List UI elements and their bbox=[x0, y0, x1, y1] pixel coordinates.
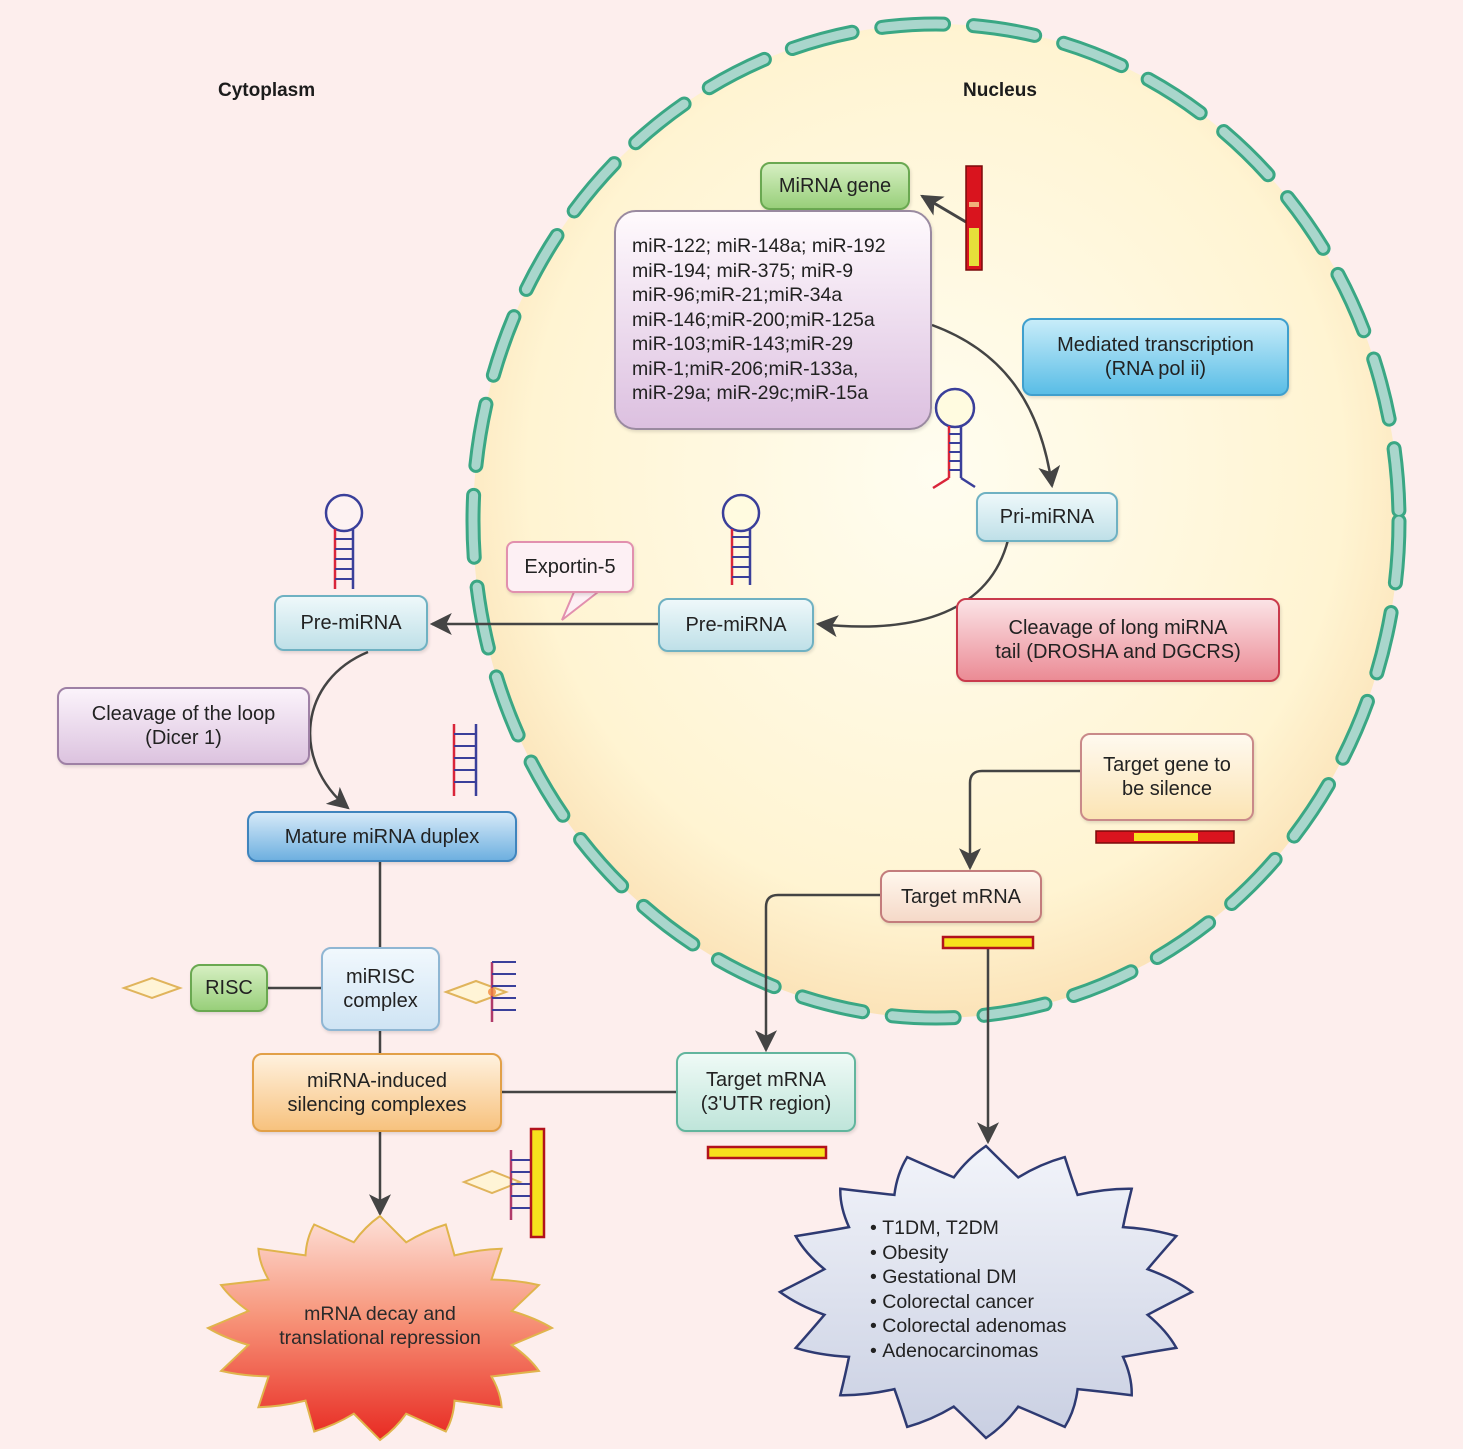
risc-label: RISC bbox=[205, 977, 253, 999]
silencing-complexes-label: miRNA-induced silencing complexes bbox=[287, 1069, 467, 1116]
disease-item: Gestational DM bbox=[870, 1265, 1067, 1290]
mirna-list-panel: miR-122; miR-148a; miR-192 miR-194; miR-… bbox=[614, 210, 932, 430]
target-mrna-bar-icon bbox=[941, 935, 1035, 950]
nuclear-membrane-inner bbox=[468, 19, 1404, 1023]
pre-mirna-nucleus-node[interactable]: Pre-miRNA bbox=[658, 598, 814, 652]
disease-item: Colorectal adenomas bbox=[870, 1314, 1066, 1339]
mirna-list-item: miR-122; miR-148a; miR-192 bbox=[632, 235, 886, 257]
pri-mirna-node[interactable]: Pri-miRNA bbox=[976, 492, 1118, 542]
target-gene-node[interactable]: Target gene to be silence bbox=[1080, 733, 1254, 821]
mirisc-label: miRISC complex bbox=[343, 966, 418, 1012]
silencing-bound-mrna-icon bbox=[461, 1127, 546, 1239]
disease-item: Adenocarcinomas bbox=[870, 1339, 1067, 1364]
cytoplasm-label: Cytoplasm bbox=[218, 80, 316, 101]
nucleus-label: Nucleus bbox=[963, 80, 1037, 101]
mirna-gene-label: MiRNA gene bbox=[778, 175, 892, 197]
risc-protein-diamond-icon bbox=[121, 976, 183, 1000]
pre-mirna-nucleus-label: Pre-miRNA bbox=[685, 614, 787, 636]
silencing-complexes-node[interactable]: miRNA-induced silencing complexes bbox=[252, 1053, 502, 1132]
pri-mirna-label: Pri-miRNA bbox=[999, 506, 1095, 528]
pri-mirna-hairpin-icon bbox=[932, 387, 976, 490]
arrow-mrna-to-utr bbox=[755, 893, 880, 1053]
exportin-callout-tail bbox=[561, 591, 599, 621]
arrow-targetgene-to-mrna bbox=[959, 769, 1080, 871]
mirna-list-item: miR-96;miR-21;miR-34a bbox=[632, 284, 843, 306]
disease-list: T1DM, T2DM Obesity Gestational DM Colore… bbox=[870, 1216, 1067, 1364]
arrow-primirna-to-premirna bbox=[815, 539, 1010, 638]
mirna-list-item: miR-103;miR-143;miR-29 bbox=[632, 333, 854, 355]
target-mrna-label: Target mRNA bbox=[900, 885, 1022, 908]
target-mrna-utr-node[interactable]: Target mRNA (3'UTR region) bbox=[676, 1052, 856, 1132]
exportin-callout[interactable]: Exportin-5 bbox=[506, 541, 634, 593]
disease-item: T1DM, T2DM bbox=[870, 1216, 1067, 1241]
pre-mirna-cytoplasm-node[interactable]: Pre-miRNA bbox=[274, 595, 428, 651]
target-gene-label: Target gene to be silence bbox=[1103, 754, 1231, 800]
mirna-list-item: miR-194; miR-375; miR-9 bbox=[632, 259, 854, 282]
mature-duplex-node[interactable]: Mature miRNA duplex bbox=[247, 811, 517, 862]
pre-mirna-hairpin-icon-cytoplasm bbox=[324, 493, 364, 589]
mirna-list-item: miR-146;miR-200;miR-125a bbox=[632, 308, 875, 331]
gene-bar-icon bbox=[965, 165, 983, 271]
cleavage-tail-node[interactable]: Cleavage of long miRNA tail (DROSHA and … bbox=[956, 598, 1280, 682]
mirisc-complex-node[interactable]: miRISC complex bbox=[321, 947, 440, 1031]
arrow-gene-to-mirna-gene bbox=[920, 194, 967, 224]
mediated-transcription-node[interactable]: Mediated transcription (RNA pol ii) bbox=[1022, 318, 1289, 396]
target-gene-bar-icon bbox=[1095, 830, 1235, 844]
cleavage-loop-label: Cleavage of the loop (Dicer 1) bbox=[91, 703, 276, 749]
decay-label: mRNA decay and translational repression bbox=[279, 1303, 481, 1349]
mirna-list-item: miR-1;miR-206;miR-133a, bbox=[632, 357, 859, 380]
arrow-mirlist-to-primirna bbox=[931, 323, 1061, 489]
pre-mirna-cytoplasm-label: Pre-miRNA bbox=[300, 612, 402, 634]
mirisc-strand-icon bbox=[443, 961, 516, 1022]
arrow-dicer bbox=[308, 650, 369, 810]
mirna-gene-node[interactable]: MiRNA gene bbox=[760, 162, 910, 210]
disease-item: Colorectal cancer bbox=[870, 1290, 1067, 1315]
exportin-label: Exportin-5 bbox=[524, 556, 616, 578]
decay-starburst bbox=[205, 1214, 555, 1442]
mirna-list-item: miR-29a; miR-29c;miR-15a bbox=[632, 382, 869, 404]
cleavage-loop-node[interactable]: Cleavage of the loop (Dicer 1) bbox=[57, 687, 310, 765]
pre-mirna-hairpin-icon-nucleus bbox=[721, 493, 761, 585]
risc-node[interactable]: RISC bbox=[190, 964, 268, 1012]
mediated-transcription-label: Mediated transcription (RNA pol ii) bbox=[1057, 334, 1254, 380]
target-mrna-utr-label: Target mRNA (3'UTR region) bbox=[700, 1069, 832, 1115]
mature-duplex-label: Mature miRNA duplex bbox=[284, 825, 480, 848]
target-mrna-node[interactable]: Target mRNA bbox=[880, 870, 1042, 923]
cleavage-tail-label: Cleavage of long miRNA tail (DROSHA and … bbox=[995, 617, 1241, 663]
duplex-ladder-icon bbox=[452, 724, 478, 796]
disease-item: Obesity bbox=[870, 1241, 1067, 1266]
utr-mrna-bar-icon bbox=[706, 1145, 828, 1160]
